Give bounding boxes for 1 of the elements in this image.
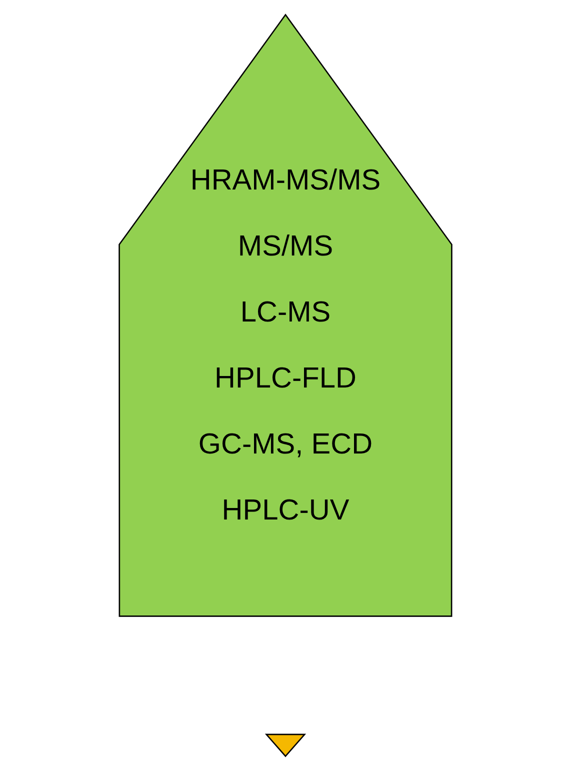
node-triangle [264, 733, 306, 757]
